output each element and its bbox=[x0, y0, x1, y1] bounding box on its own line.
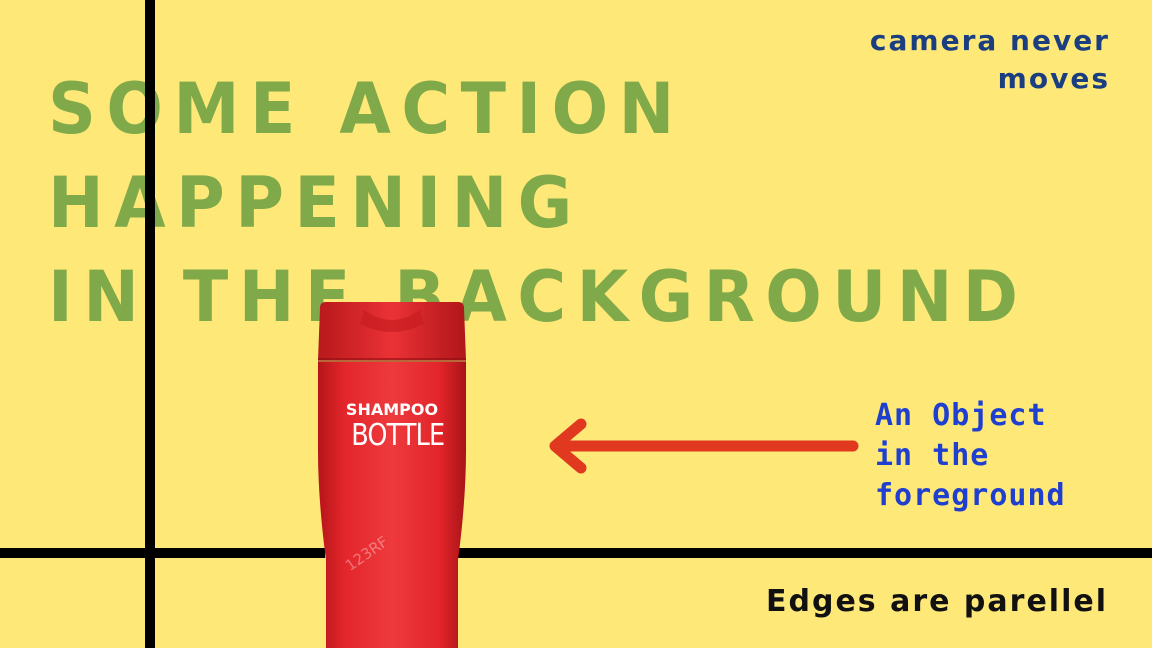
object-note-line-1: An Object bbox=[875, 398, 1047, 433]
left-arrow-icon bbox=[549, 418, 859, 474]
camera-note-line-2: moves bbox=[997, 62, 1110, 95]
camera-note: camera never moves bbox=[870, 22, 1110, 98]
shampoo-bottle: SHAMPOO BOTTLE 123RF bbox=[312, 300, 472, 648]
edges-note: Edges are parellel bbox=[766, 584, 1108, 619]
bottle-label-shampoo: SHAMPOO bbox=[345, 400, 439, 419]
bottle-label: SHAMPOO BOTTLE bbox=[344, 400, 445, 453]
bottle-label-bottle: BOTTLE bbox=[351, 418, 445, 453]
object-note-line-2: in the bbox=[875, 438, 990, 473]
object-note-line-3: foreground bbox=[875, 478, 1066, 513]
camera-note-line-1: camera never bbox=[869, 24, 1110, 57]
object-note: An Object in the foreground bbox=[875, 396, 1066, 516]
background-action-text: SOME ACTION HAPPENING IN THE BACKGROUND bbox=[48, 62, 1028, 344]
background-text-line-2: HAPPENING bbox=[48, 162, 583, 244]
background-text-line-3: IN THE BACKGROUND bbox=[48, 256, 1029, 338]
bottle-icon bbox=[318, 302, 466, 648]
